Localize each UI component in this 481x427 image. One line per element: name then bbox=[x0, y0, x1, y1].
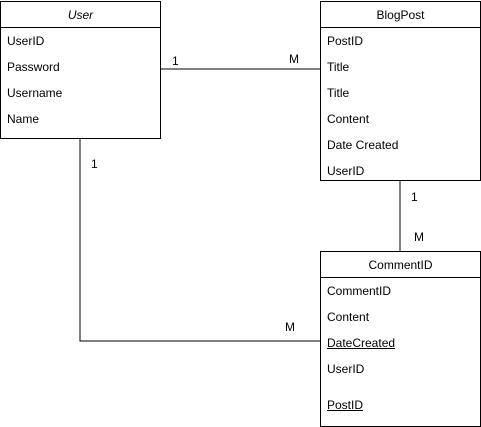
blogpost-field-content: Content bbox=[327, 112, 370, 126]
comment-field-datecreated: DateCreated bbox=[327, 336, 396, 350]
comment-entity[interactable]: CommentID CommentID Content DateCreated … bbox=[320, 251, 481, 427]
user-blogpost-card-from: 1 bbox=[172, 54, 179, 68]
user-field-username: Username bbox=[7, 86, 63, 100]
blogpost-comment-card-from: 1 bbox=[411, 190, 418, 204]
blogpost-field-title: Title bbox=[327, 60, 350, 74]
comment-field-commentid: CommentID bbox=[327, 284, 392, 298]
blogpost-field-date-created: Date Created bbox=[327, 138, 399, 152]
blogpost-entity[interactable]: BlogPost PostID Title Title Content Date… bbox=[320, 1, 481, 181]
user-field-password: Password bbox=[7, 60, 60, 74]
blogpost-field-title-2: Title bbox=[327, 86, 350, 100]
user-comment-card-from: 1 bbox=[91, 157, 98, 171]
blogpost-field-postid: PostID bbox=[327, 34, 364, 48]
user-blogpost-card-to: M bbox=[289, 52, 299, 66]
comment-entity-title: CommentID bbox=[321, 252, 480, 278]
comment-field-postid: PostID bbox=[327, 398, 364, 412]
user-comment-card-to: M bbox=[285, 320, 295, 334]
blogpost-field-userid: UserID bbox=[327, 164, 365, 178]
user-field-name: Name bbox=[7, 112, 40, 126]
blogpost-entity-title: BlogPost bbox=[321, 2, 480, 28]
blogpost-comment-card-to: M bbox=[414, 230, 424, 244]
comment-field-userid: UserID bbox=[327, 362, 365, 376]
user-comment-line bbox=[79, 139, 321, 342]
user-entity-title: User bbox=[1, 2, 160, 28]
user-entity[interactable]: User UserID Password Username Name bbox=[0, 1, 161, 139]
comment-field-content: Content bbox=[327, 310, 370, 324]
user-field-userid: UserID bbox=[7, 34, 45, 48]
